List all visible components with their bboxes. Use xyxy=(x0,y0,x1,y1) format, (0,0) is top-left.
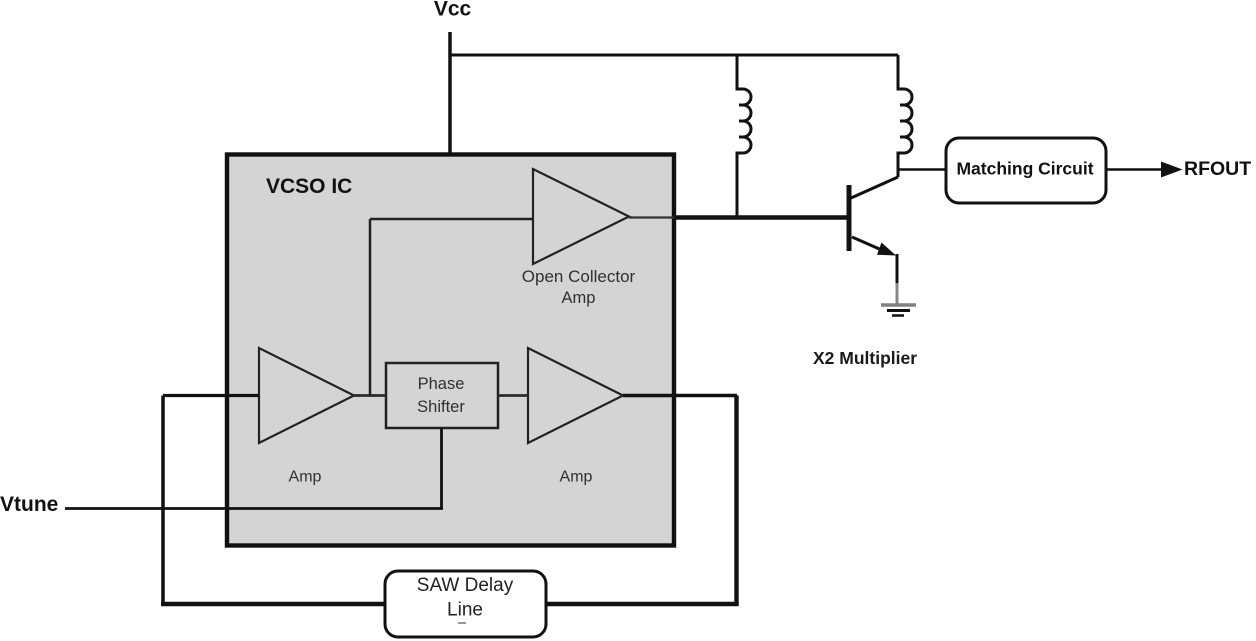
svg-text:Amp: Amp xyxy=(289,469,322,486)
svg-text:Line: Line xyxy=(447,600,483,621)
svg-text:Amp: Amp xyxy=(562,289,596,307)
svg-text:Phase: Phase xyxy=(418,375,465,393)
svg-text:Matching Circuit: Matching Circuit xyxy=(956,159,1093,179)
svg-text:Shifter: Shifter xyxy=(417,398,465,416)
svg-text:VCSO IC: VCSO IC xyxy=(266,175,352,198)
svg-text:Amp: Amp xyxy=(560,469,593,486)
svg-text:RFOUT: RFOUT xyxy=(1184,158,1251,180)
svg-text:Open Collector: Open Collector xyxy=(522,267,636,286)
svg-text:Vtune: Vtune xyxy=(0,493,58,516)
svg-text:SAW Delay: SAW Delay xyxy=(417,575,514,596)
svg-text:Vcc: Vcc xyxy=(434,0,472,21)
svg-text:X2 Multiplier: X2 Multiplier xyxy=(813,348,917,368)
